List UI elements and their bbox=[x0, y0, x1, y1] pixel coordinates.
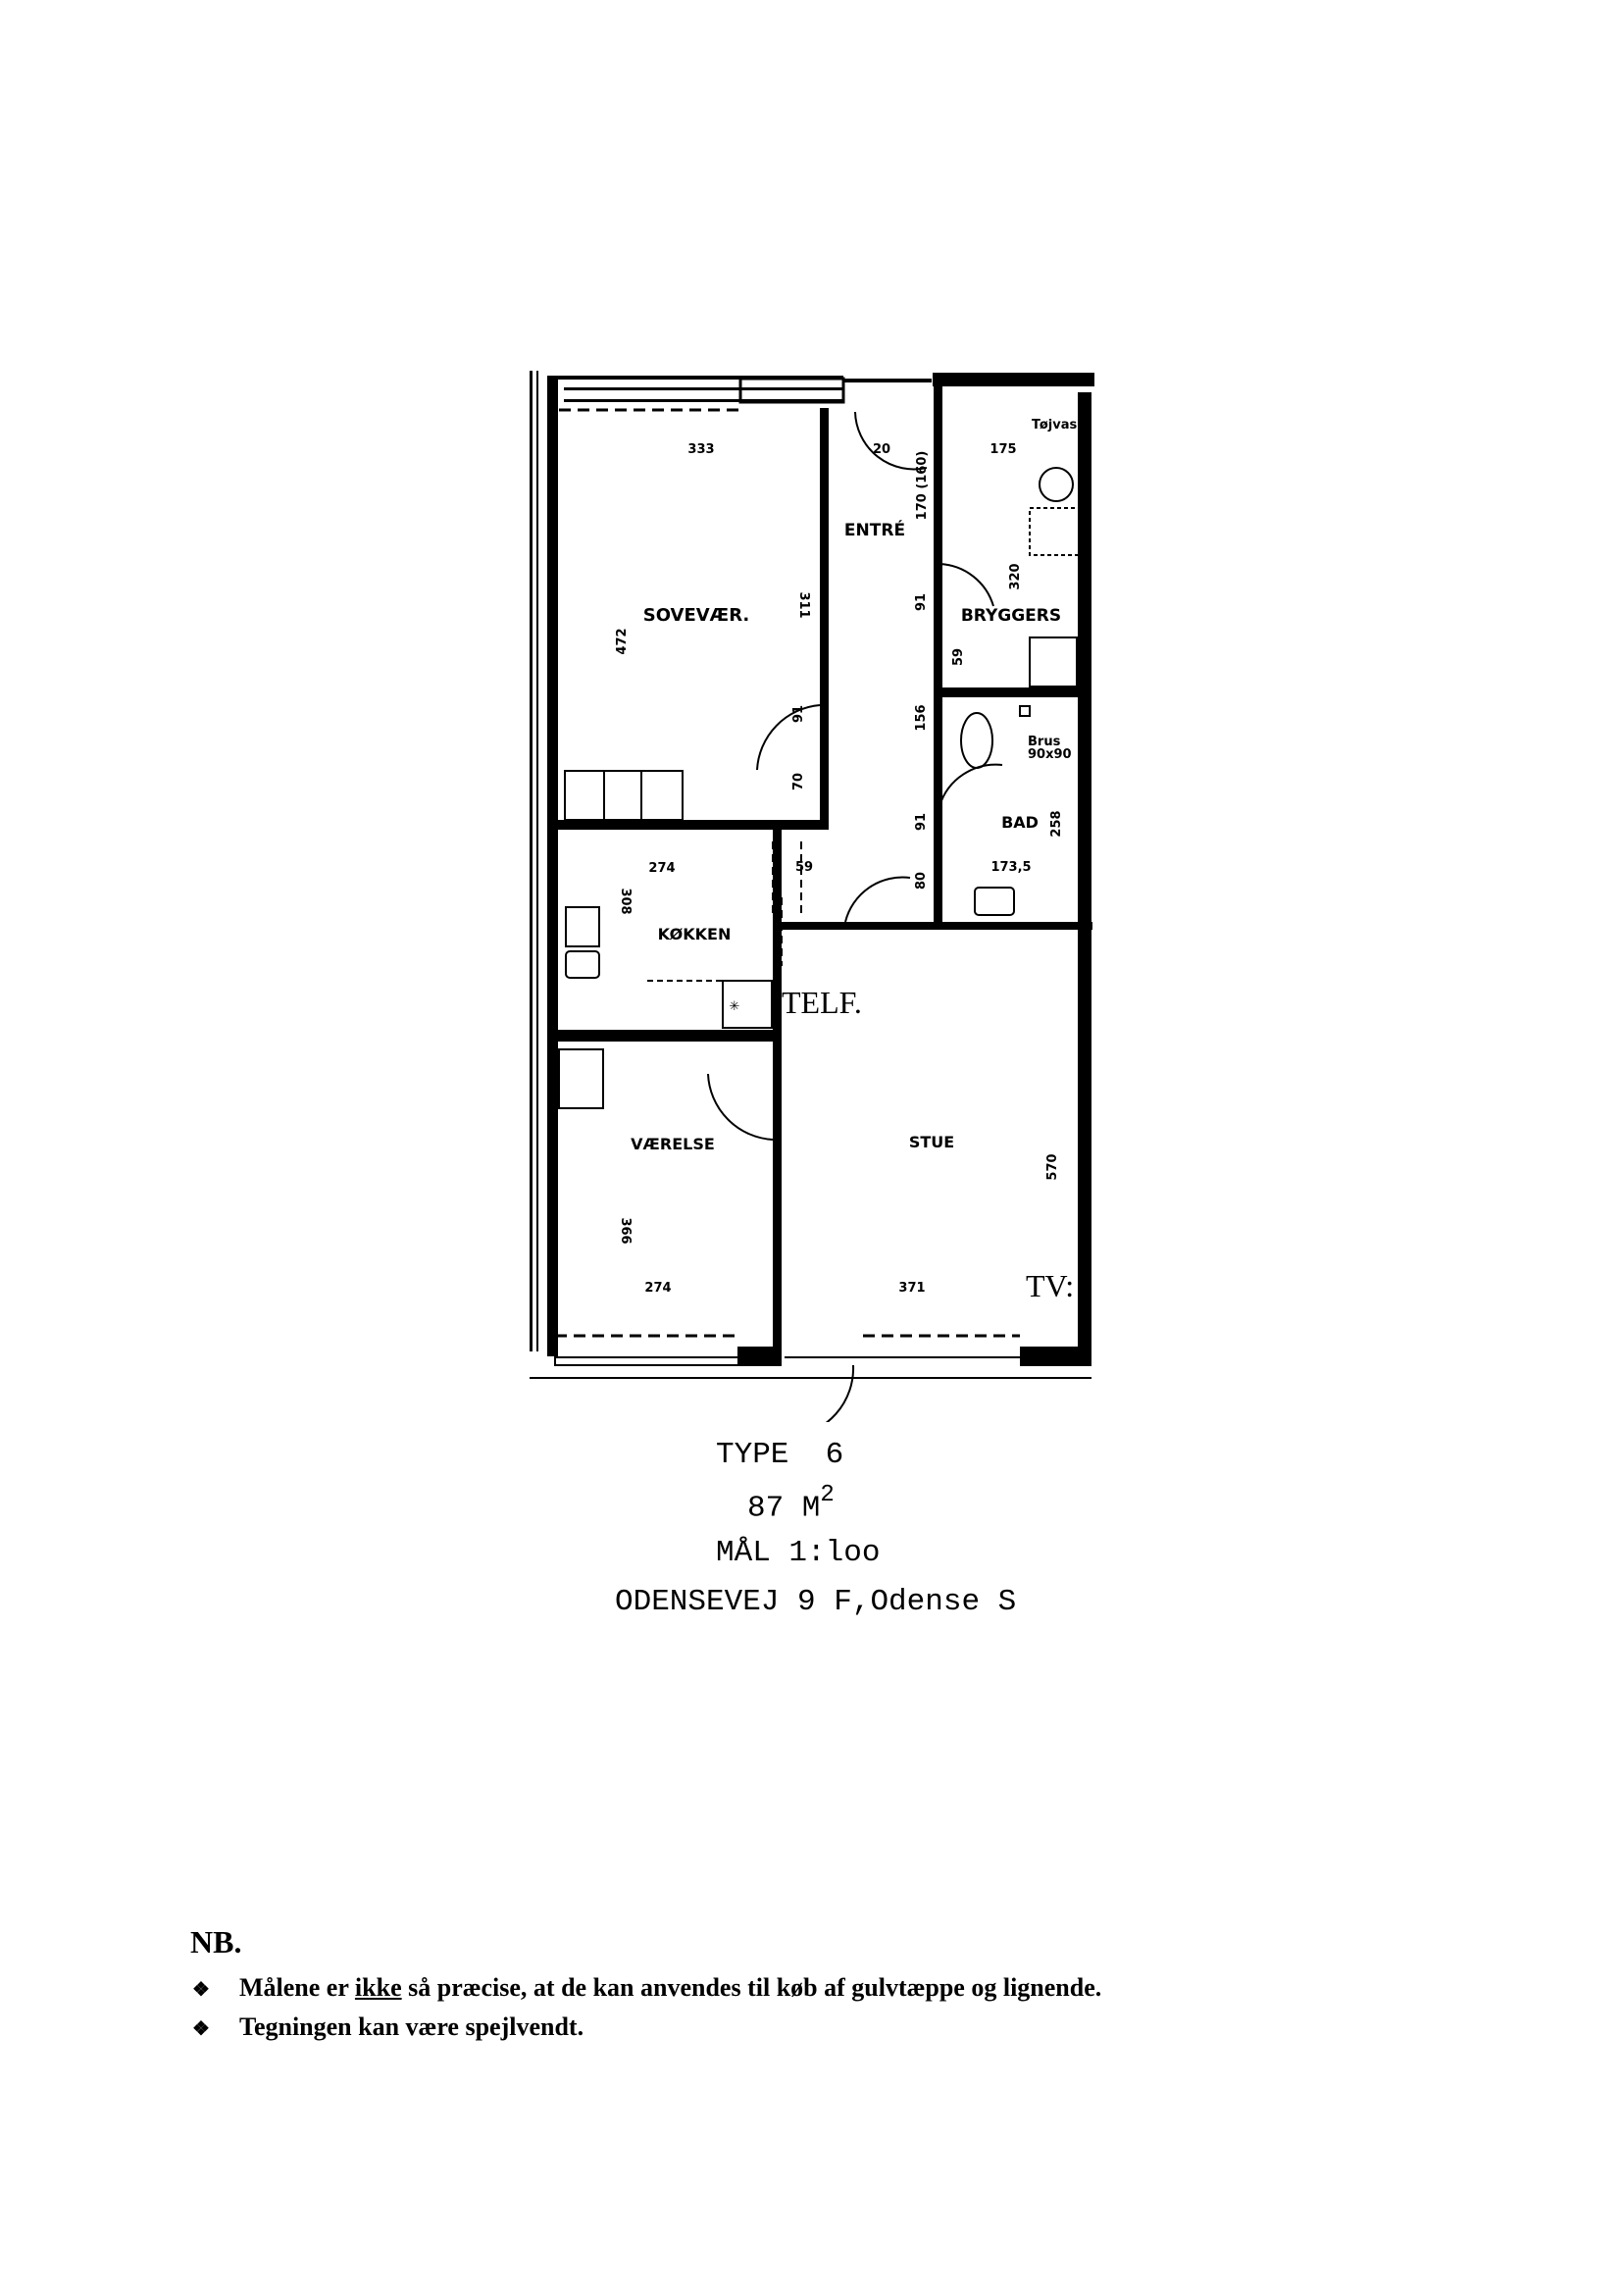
dim: 91 bbox=[791, 705, 806, 723]
dim: 308 bbox=[618, 888, 633, 914]
dim: 59 bbox=[795, 860, 813, 875]
dim: 274 bbox=[644, 1281, 671, 1296]
dim: 80 bbox=[914, 872, 929, 890]
note-text: så præcise, at de kan anvendes til køb a… bbox=[401, 1973, 1102, 2002]
walls bbox=[530, 371, 1094, 1379]
note-text: Målene er bbox=[239, 1973, 355, 2002]
area-label: 87 M2 bbox=[747, 1482, 835, 1526]
scale-label: MÅL 1:loo bbox=[716, 1536, 881, 1570]
dim: 320 bbox=[1008, 563, 1023, 589]
tv-label: TV: bbox=[1026, 1268, 1074, 1303]
dim: 274 bbox=[648, 861, 675, 876]
dim: 170 (160) bbox=[915, 451, 930, 521]
room-bryggers: BRYGGERS bbox=[961, 606, 1061, 626]
brus-label: Brus bbox=[1028, 735, 1061, 749]
room-vaerelse: VÆRELSE bbox=[631, 1135, 715, 1153]
dim: 311 bbox=[796, 591, 811, 618]
room-labels: SOVEVÆR. ENTRÉ BRYGGERS BAD KØKKEN VÆREL… bbox=[631, 418, 1086, 1303]
telf-label: TELF. bbox=[782, 985, 862, 1020]
dim: 91 bbox=[914, 593, 929, 611]
floor-plan: ✳ SOVEVÆR. ENTRÉ BRYGGERS BAD KØKKEN VÆR… bbox=[530, 371, 1094, 1422]
address-label: ODENSEVEJ 9 F,Odense S bbox=[615, 1585, 1017, 1619]
bullet-icon: ❖ bbox=[192, 1979, 210, 2001]
dim: 366 bbox=[618, 1217, 633, 1244]
area-value: 87 M bbox=[747, 1491, 821, 1526]
dim: 70 bbox=[791, 773, 806, 790]
doors bbox=[707, 411, 1003, 1422]
brus-size: 90x90 bbox=[1028, 747, 1072, 762]
notes-heading: NB. bbox=[190, 1924, 242, 1960]
dim: 371 bbox=[898, 1281, 925, 1296]
fixtures bbox=[558, 467, 1080, 1109]
dimensions: 333 472 311 91 70 20 170 (160) 91 59 156… bbox=[615, 442, 1064, 1296]
dim: 258 bbox=[1049, 810, 1064, 837]
dim: 91 bbox=[914, 813, 929, 831]
room-entre: ENTRÉ bbox=[844, 519, 905, 540]
area-superscript: 2 bbox=[820, 1482, 835, 1508]
note-item: ❖ Målene er ikke så præcise, at de kan an… bbox=[192, 1973, 1101, 2003]
dim: 175 bbox=[990, 442, 1016, 457]
room-sovevaer: SOVEVÆR. bbox=[643, 605, 750, 626]
room-stue: STUE bbox=[909, 1133, 954, 1151]
note-underlined: ikke bbox=[354, 1973, 402, 2002]
dim: 472 bbox=[615, 628, 630, 654]
dim: 333 bbox=[687, 442, 714, 457]
note-item: ❖ Tegningen kan være spejlvendt. bbox=[192, 2012, 584, 2042]
tojvask-label: Tøjvask bbox=[1032, 418, 1086, 433]
fan-icon: ✳ bbox=[730, 999, 740, 1014]
room-bad: BAD bbox=[1001, 813, 1039, 832]
room-kokken: KØKKEN bbox=[658, 925, 732, 943]
dim: 173,5 bbox=[990, 860, 1031, 875]
dim: 156 bbox=[914, 704, 929, 731]
dim: 59 bbox=[951, 648, 966, 666]
note-text: Tegningen kan være spejlvendt. bbox=[239, 2012, 584, 2041]
bullet-icon: ❖ bbox=[192, 2018, 210, 2040]
dim: 20 bbox=[873, 442, 890, 457]
dim: 570 bbox=[1045, 1153, 1060, 1180]
type-label: TYPE 6 bbox=[716, 1438, 844, 1472]
